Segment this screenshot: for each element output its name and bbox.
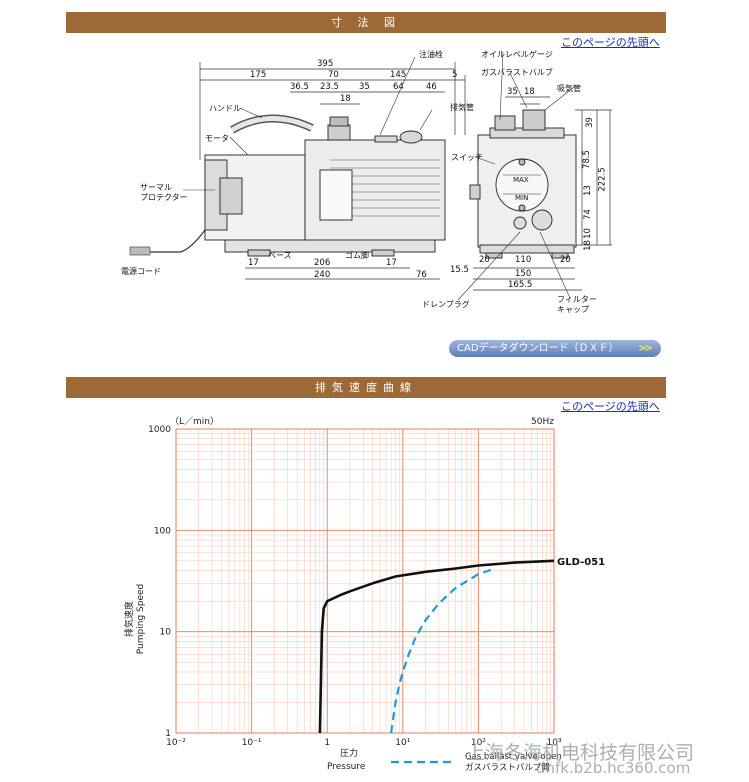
series-line-gld-051 (318, 559, 555, 734)
dim-206: 206 (314, 258, 331, 268)
label-power-cord: 電源コード (121, 267, 161, 276)
dim-10: 10 (582, 228, 593, 239)
plot-frame (175, 428, 555, 734)
watermark-url: dhfk.b2b.hc360.com (536, 759, 691, 777)
dim-165-5: 165.5 (508, 280, 533, 290)
dim-20-left: 20 (479, 255, 490, 265)
dim-17-right: 17 (386, 258, 397, 268)
label-oil-level-gauge: オイルレベルゲージ (481, 50, 553, 59)
x-axis-label-jp: 圧力 (340, 747, 358, 759)
dim-18-right: 18 (582, 240, 593, 251)
gauge-max-mark: MAX (513, 176, 529, 184)
y-tick-label: 100 (154, 526, 171, 536)
dim-150: 150 (515, 269, 532, 279)
speed-section-title: 排気速度曲線 (66, 377, 666, 398)
legend-line1: Gas ballast valve open (465, 752, 562, 762)
dim-64: 64 (393, 82, 404, 92)
x-tick-label: 10⁻¹ (242, 738, 262, 748)
x-tick-label: 10⁻² (166, 738, 186, 748)
dim-78-5: 78.5 (581, 150, 592, 169)
label-switch: スイッチ (451, 153, 483, 162)
back-to-top-link[interactable]: このページの先頭へ (561, 36, 660, 49)
label-gas-ballast-valve: ガスバラストバルブ (481, 68, 553, 77)
label-filter: フィルター (557, 295, 597, 304)
pumping-speed-chart: 10⁻² 10⁻¹ 1 10¹ 10² 10³ 1 10 100 1000 （L／min） 50H… (123, 416, 605, 773)
dim-35: 35 (359, 82, 370, 92)
dim-13: 13 (582, 185, 593, 196)
dim-145: 145 (390, 70, 407, 80)
label-protector: プロテクター (140, 193, 188, 202)
dim-18-front: 18 (524, 87, 535, 97)
dim-15-5: 15.5 (450, 265, 469, 275)
dim-36-5: 36.5 (290, 82, 309, 92)
dim-5: 5 (452, 70, 458, 80)
dim-23-5: 23.5 (320, 82, 339, 92)
x-tick-label: 10¹ (395, 738, 410, 748)
dim-17-left: 17 (248, 258, 259, 268)
dim-74: 74 (582, 209, 593, 220)
dim-395: 395 (317, 59, 334, 69)
label-motor: モータ (205, 134, 229, 143)
series-line-gas-ballast (390, 568, 493, 734)
double-chevron-right-icon: >> (638, 343, 653, 354)
x-tick-label: 10³ (546, 738, 561, 748)
dimensions-section-title: 寸 法 図 (66, 12, 666, 33)
y-tick-label: 1 (165, 729, 171, 739)
y-axis-label-en: Pumping Speed (136, 584, 146, 654)
legend-line2: ガスバラストバルブ開 (465, 762, 550, 773)
cad-download-label: CADデータダウンロード（ＤＸＦ） (457, 343, 619, 354)
dim-46: 46 (426, 82, 437, 92)
label-thermal: サーマル (140, 183, 172, 192)
y-tick-label: 10 (160, 628, 172, 638)
label-handle: ハンドル (209, 104, 241, 113)
dim-35-front: 35 (507, 87, 518, 97)
dim-76: 76 (416, 270, 427, 280)
label-oil-plug: 注油栓 (419, 50, 443, 59)
watermark-company: 上海冬海机电科技有限公司 (466, 742, 695, 764)
label-drain-plug: ドレンプラグ (422, 300, 470, 309)
dim-70: 70 (328, 70, 339, 80)
back-to-top-link-2[interactable]: このページの先頭へ (561, 400, 660, 413)
dim-20-right: 20 (560, 255, 571, 265)
label-cap: キャップ (557, 305, 589, 314)
frequency-label: 50Hz (531, 417, 554, 427)
dim-39: 39 (584, 117, 595, 128)
pump-dimension-drawing (129, 51, 612, 301)
dim-222-5: 222.5 (597, 167, 608, 192)
x-axis-label-en: Pressure (327, 762, 366, 772)
y-tick-label: 1000 (148, 425, 171, 435)
y-axis-label-jp: 排気速度 (123, 601, 135, 637)
x-tick-label: 10² (471, 738, 486, 748)
x-tick-label: 1 (324, 738, 330, 748)
series-label-gld-051: GLD-051 (557, 557, 605, 568)
y-axis-unit: （L／min） (170, 416, 219, 427)
dim-175: 175 (250, 70, 267, 80)
label-rubber-foot: ゴム脚 (345, 251, 369, 260)
dim-110: 110 (515, 255, 532, 265)
label-intake-pipe: 吸気管 (557, 84, 581, 93)
cad-download-button[interactable]: CADデータダウンロード（ＤＸＦ） >> (449, 340, 661, 357)
gauge-min-mark: MIN (515, 194, 529, 202)
dim-240: 240 (314, 270, 331, 280)
dim-18-top: 18 (340, 94, 351, 104)
label-exhaust-pipe: 排気管 (450, 103, 474, 112)
label-base: ベース (268, 251, 292, 260)
